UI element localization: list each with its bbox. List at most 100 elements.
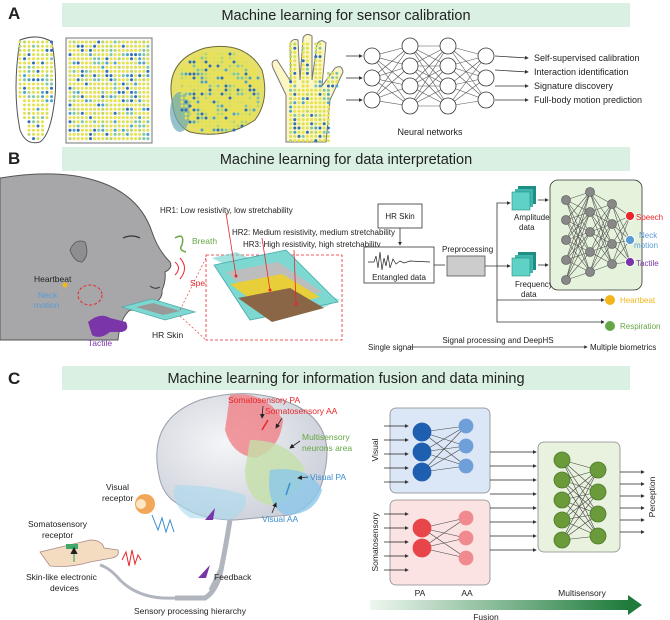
sensor-dot xyxy=(322,130,326,134)
label-skin-devices-1: Skin-like electronic xyxy=(26,572,98,582)
sensor-dot xyxy=(326,84,330,88)
sensor-dot xyxy=(240,108,244,112)
sensor-dot xyxy=(196,80,200,84)
sensor-dot xyxy=(297,139,301,143)
sensor-dot xyxy=(72,132,76,136)
sensor-dot xyxy=(146,48,150,52)
nn-node xyxy=(439,57,457,75)
sensor-dot xyxy=(142,116,146,120)
sensor-dot xyxy=(113,65,117,69)
sensor-dot xyxy=(208,76,212,80)
nn-connection xyxy=(371,55,411,107)
sensor-dot xyxy=(240,112,244,116)
sensor-dot xyxy=(36,69,40,73)
sensor-dot xyxy=(301,50,305,54)
sensor-dot xyxy=(101,82,105,86)
output-item-2: Interaction identification xyxy=(534,67,629,77)
sensor-dot xyxy=(117,57,121,61)
sensor-dot xyxy=(212,60,216,64)
sensor-dot xyxy=(289,122,293,126)
sensor-dot xyxy=(134,99,138,103)
sensor-dot xyxy=(93,132,97,136)
sensor-dot xyxy=(93,137,97,141)
sensor-dot xyxy=(130,57,133,61)
label-somato-receptor-2: receptor xyxy=(42,530,73,540)
sensor-dot xyxy=(23,107,26,111)
sensor-dot xyxy=(23,69,26,73)
sensor-dot xyxy=(45,90,49,94)
sensor-dot xyxy=(18,48,22,52)
sensor-dot xyxy=(105,40,109,44)
sensor-dot xyxy=(196,72,200,76)
sensor-dot xyxy=(142,124,146,128)
sensor-dot xyxy=(228,104,232,108)
sensor-dot xyxy=(184,72,188,76)
sensor-dot xyxy=(240,56,244,60)
sensor-dot xyxy=(32,111,35,115)
sensor-dot xyxy=(97,48,101,52)
sensor-dot xyxy=(212,124,216,128)
amplitude-label-2: data xyxy=(519,223,535,232)
sensor-dot xyxy=(117,103,121,107)
nn-connection xyxy=(565,191,591,221)
sensor-dot xyxy=(188,112,192,116)
sensor-dot xyxy=(188,88,192,92)
sensor-dot xyxy=(80,82,84,86)
sensor-dot xyxy=(305,55,309,59)
nn-node xyxy=(553,491,571,509)
sensor-dot xyxy=(101,44,105,48)
sensor-dot xyxy=(84,74,88,78)
sensor-dot xyxy=(89,48,92,52)
sensor-dot xyxy=(117,65,121,69)
sensor-dot xyxy=(109,57,113,61)
sensor-dot xyxy=(289,55,293,59)
sensor-dot xyxy=(314,97,318,101)
sensor-dot xyxy=(89,74,92,78)
nn-node xyxy=(412,538,432,558)
output-neck-1: Neck xyxy=(639,231,658,240)
sensor-dot xyxy=(228,96,232,100)
sensor-dot xyxy=(200,68,204,72)
sensor-dot xyxy=(84,69,88,73)
sensor-dot xyxy=(208,96,212,100)
sensor-dot xyxy=(293,80,297,84)
sensor-dot xyxy=(134,103,138,107)
sensor-dot xyxy=(80,65,84,69)
nn-connection xyxy=(409,45,449,87)
hr-layer-stack xyxy=(179,212,343,341)
sensor-dot xyxy=(314,105,318,109)
sensor-dot xyxy=(216,76,220,80)
nn-node xyxy=(412,518,432,538)
sensor-dot xyxy=(27,132,31,136)
sensor-dot xyxy=(23,57,26,61)
sensor-dot xyxy=(192,60,196,64)
sensor-dot xyxy=(138,48,142,52)
sensor-dot xyxy=(89,90,92,94)
sensor-dot xyxy=(142,90,146,94)
sensor-dot xyxy=(248,76,252,80)
sensor-dot xyxy=(192,104,196,108)
sensor-dot xyxy=(326,71,330,75)
nn-node xyxy=(625,235,635,245)
sensor-dot xyxy=(318,134,322,138)
panel-c-letter: C xyxy=(8,369,20,388)
sensor-dot xyxy=(188,104,192,108)
sensor-dot xyxy=(146,44,150,48)
sensor-dot xyxy=(72,57,76,61)
sensor-dot xyxy=(293,105,297,109)
sensor-dot xyxy=(318,130,322,134)
sensor-dot xyxy=(322,113,326,117)
sensor-dot xyxy=(125,48,129,52)
sensor-dot xyxy=(109,116,113,120)
sensor-dot xyxy=(318,55,322,59)
sensor-dot xyxy=(220,92,224,96)
sensor-dot xyxy=(220,124,224,128)
sensor-dot xyxy=(232,72,236,76)
sensor-dot xyxy=(18,82,22,86)
nn-node xyxy=(458,510,474,526)
sensor-dot xyxy=(224,64,228,68)
pad-sensor-map xyxy=(65,37,153,144)
sensor-dot xyxy=(305,122,309,126)
sensor-dot xyxy=(105,86,109,90)
sensor-dot xyxy=(27,82,31,86)
